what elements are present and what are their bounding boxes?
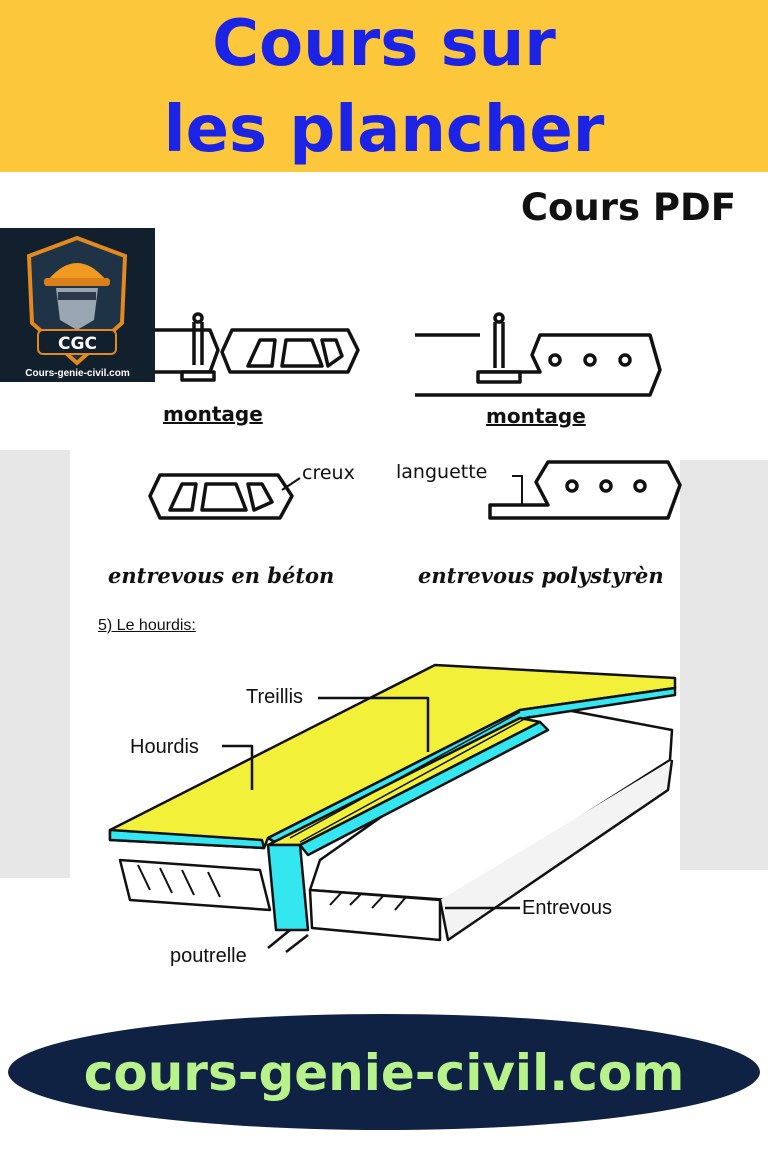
entrevous-polystyrene-drawing bbox=[488, 460, 682, 520]
section-heading-hourdis: 5) Le hourdis: bbox=[98, 617, 196, 634]
label-montage-left: montage bbox=[163, 402, 263, 426]
label-poutrelle: poutrelle bbox=[170, 945, 247, 967]
label-montage-right: montage bbox=[486, 404, 586, 428]
title-banner bbox=[0, 0, 768, 172]
entrevous-beton-drawing bbox=[148, 473, 301, 520]
caption-entrevous-polystyrene: entrevous polystyrèn bbox=[418, 563, 664, 588]
subtitle: Cours PDF bbox=[520, 186, 736, 229]
label-hourdis: Hourdis bbox=[130, 736, 199, 758]
engineer-shield-icon bbox=[26, 235, 128, 366]
page-title-line1: Cours sur bbox=[212, 7, 556, 81]
hourdis-drawing bbox=[108, 663, 677, 953]
footer-pill bbox=[8, 1014, 760, 1130]
logo-caption: Cours-genie-civil.com bbox=[25, 368, 130, 379]
label-entrevous: Entrevous bbox=[522, 897, 613, 919]
cgc-logo: CGC Cours-genie-civil.com bbox=[0, 228, 155, 382]
montage-left-drawing bbox=[150, 312, 360, 382]
label-treillis: Treillis bbox=[246, 686, 304, 708]
page-title-line2: les plancher bbox=[163, 93, 605, 167]
footer-site-link[interactable]: cours-genie-civil.com bbox=[83, 1044, 685, 1102]
left-grey-panel bbox=[0, 450, 70, 878]
caption-entrevous-beton: entrevous en béton bbox=[108, 563, 335, 588]
logo-initials: CGC bbox=[58, 334, 97, 354]
label-creux: creux bbox=[302, 462, 355, 484]
label-languette: languette bbox=[396, 461, 488, 483]
right-grey-panel bbox=[680, 460, 768, 870]
montage-right-drawing bbox=[415, 312, 662, 397]
